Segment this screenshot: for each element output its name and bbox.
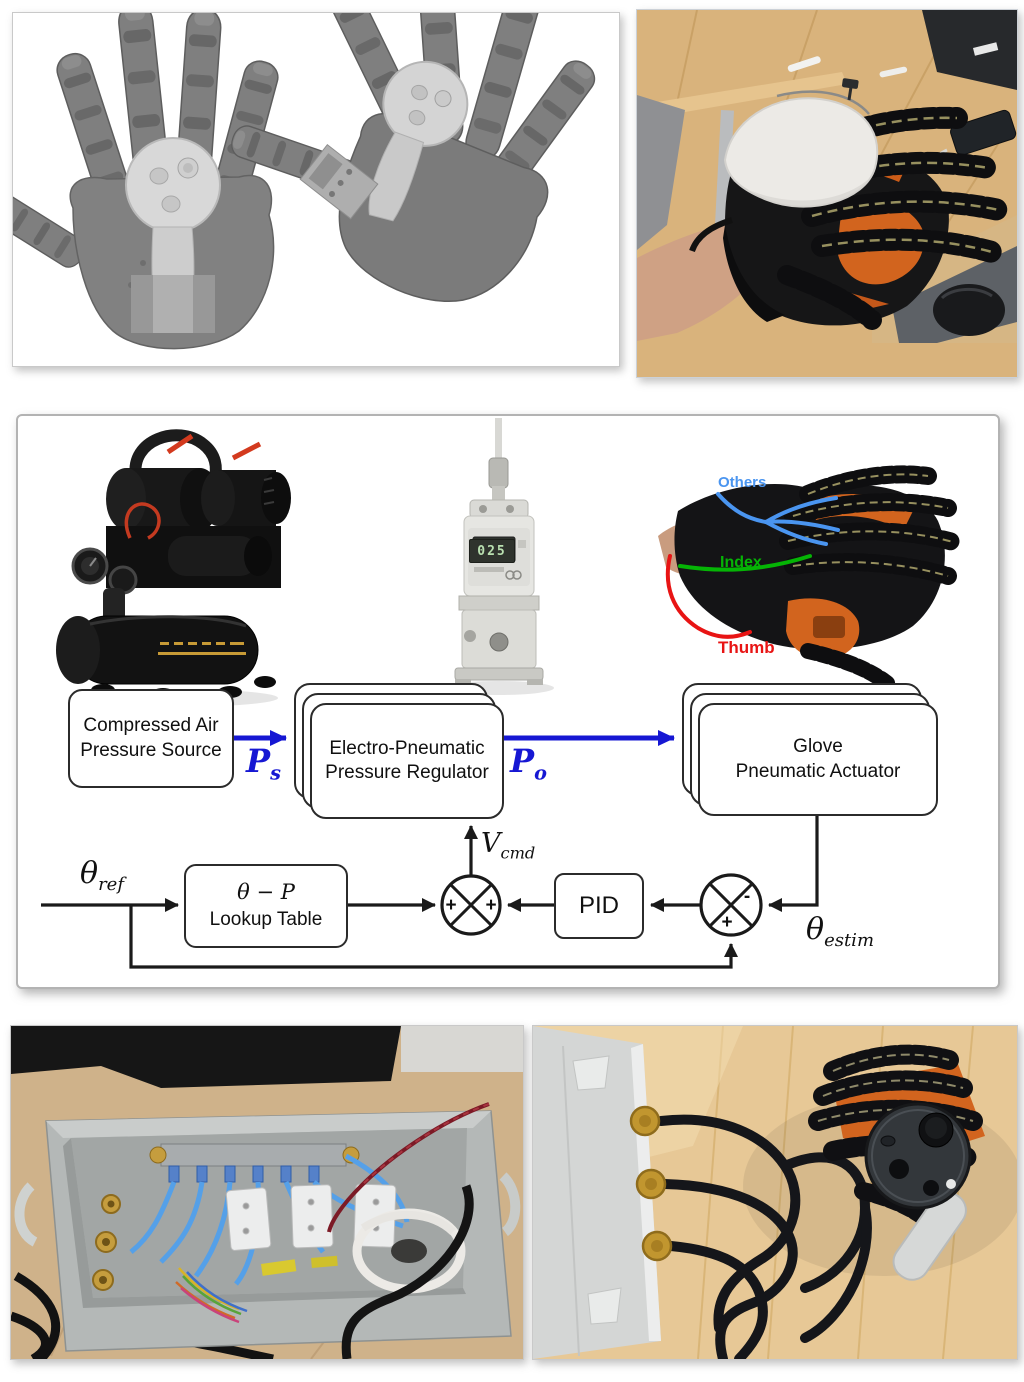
pneumatic-manifold bbox=[149, 1143, 360, 1183]
box-glove-illustration bbox=[533, 1026, 1017, 1359]
panel-system-diagram: Compressed Air Pressure Source Electro-P… bbox=[16, 414, 1000, 989]
control-box-illustration bbox=[11, 1026, 523, 1359]
lookup-table-label: Lookup Table bbox=[209, 909, 323, 931]
vr-controller bbox=[864, 1102, 972, 1281]
arrow-actuator-feedback bbox=[768, 816, 819, 912]
cad-render-side-view bbox=[227, 13, 602, 302]
vcmd-sub: cmd bbox=[500, 843, 536, 863]
label-ps: Ps bbox=[246, 742, 281, 784]
summing-junction-2 bbox=[699, 873, 763, 937]
printer-top bbox=[11, 1026, 401, 1088]
po-base: P bbox=[510, 742, 535, 780]
black-tubes bbox=[656, 1114, 872, 1359]
sum2-right-sign: - bbox=[743, 886, 751, 907]
label-vcmd: Vcmd bbox=[481, 828, 535, 862]
box-pressure-regulator: Electro-Pneumatic Pressure Regulator bbox=[310, 703, 504, 819]
label-po: Po bbox=[510, 742, 547, 784]
vr-controller-render bbox=[368, 60, 469, 222]
po-sub: o bbox=[534, 761, 547, 785]
sum1-left-sign: + bbox=[445, 895, 457, 916]
air-compressor-photo bbox=[56, 429, 291, 707]
jumper-wires bbox=[175, 1267, 248, 1324]
printer bbox=[922, 10, 1017, 90]
sum2-bottom-sign: + bbox=[721, 912, 733, 933]
panel-cad-renders bbox=[12, 12, 620, 367]
desk-edge-highlight bbox=[657, 72, 847, 116]
theta-ref-base: θ bbox=[80, 856, 99, 891]
floor bbox=[637, 95, 685, 250]
box-handle-right bbox=[499, 1172, 521, 1237]
annotation-index: Index bbox=[720, 554, 762, 571]
black-cable bbox=[341, 1184, 474, 1359]
label-theta-ref: θref bbox=[80, 856, 124, 895]
sum1-right-sign: + bbox=[485, 895, 497, 916]
box-pid-controller: PID bbox=[554, 873, 644, 939]
vr-controller bbox=[723, 78, 879, 208]
vcmd-base: V bbox=[481, 828, 501, 859]
annotation-others: Others bbox=[718, 474, 767, 491]
panel-glove-photo bbox=[636, 9, 1018, 378]
annotated-glove-photo bbox=[658, 465, 962, 692]
regulator-lcd-display: 025 bbox=[469, 539, 515, 563]
relay-blocks bbox=[225, 1183, 397, 1251]
feedforward-branch bbox=[129, 905, 738, 969]
ps-base: P bbox=[246, 742, 271, 780]
label-theta-estim: θestim bbox=[806, 912, 874, 951]
annotation-thumb: Thumb bbox=[718, 638, 775, 657]
box-lookup-table: θ − P Lookup Table bbox=[184, 864, 348, 948]
cad-render-palm-view bbox=[13, 13, 283, 350]
theta-estim-sub: estim bbox=[824, 930, 875, 951]
annotation-lines bbox=[665, 492, 840, 639]
box-compressed-air-source: Compressed Air Pressure Source bbox=[68, 689, 234, 788]
glove-photo-illustration bbox=[637, 10, 1017, 377]
ps-sub: s bbox=[270, 761, 281, 785]
panel-control-box-photo bbox=[10, 1025, 524, 1360]
panel-box-glove-photo bbox=[532, 1025, 1018, 1360]
diagram-lines bbox=[41, 730, 819, 969]
cad-renders-illustration bbox=[13, 13, 602, 350]
box-handle-left bbox=[14, 1182, 38, 1247]
lookup-table-equation: θ − P bbox=[237, 880, 295, 905]
brass-fittings bbox=[629, 1105, 673, 1262]
theta-estim-base: θ bbox=[806, 912, 825, 947]
box-glove-actuator: Glove Pneumatic Actuator bbox=[698, 703, 938, 816]
summing-junction-1 bbox=[440, 874, 502, 936]
brass-fittings bbox=[92, 1194, 121, 1291]
theta-ref-sub: ref bbox=[98, 874, 124, 895]
